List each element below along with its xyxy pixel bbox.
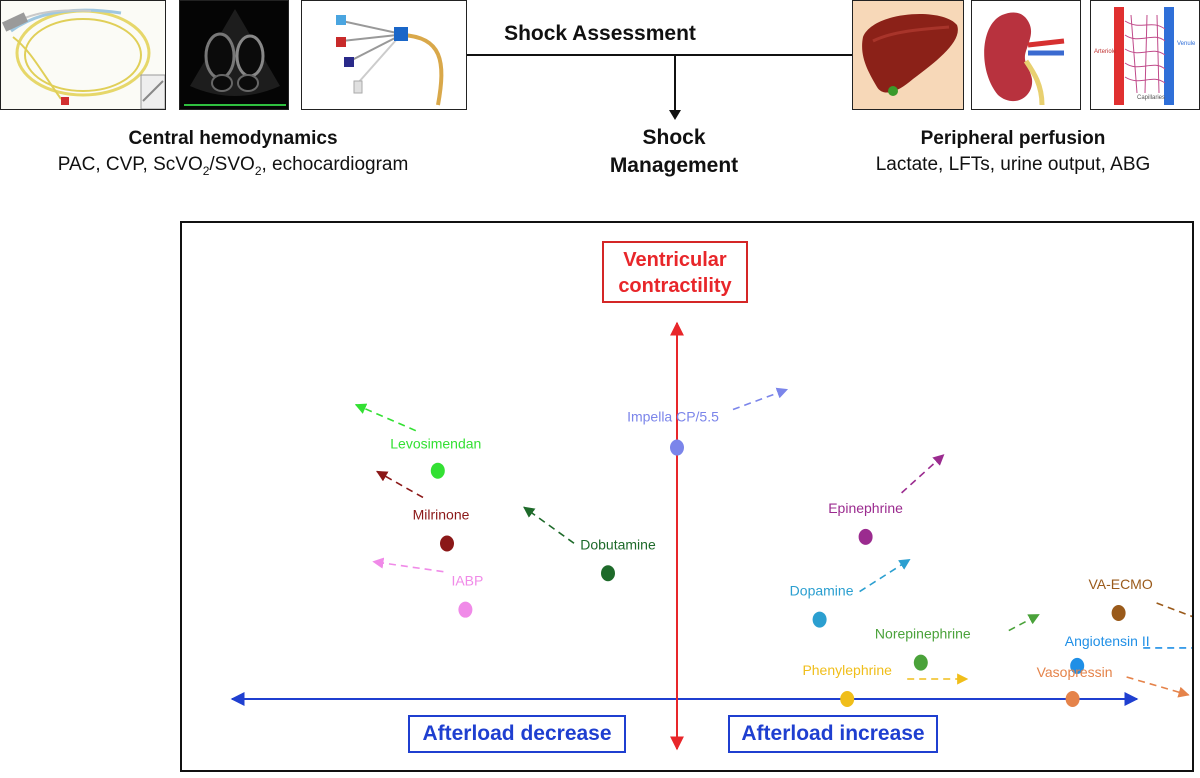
diagram-canvas: Impella CP/5.5LevosimendanMilrinoneDobut… (230, 321, 1192, 751)
echocardiogram-image (179, 0, 289, 110)
milrinone-label: Milrinone (413, 506, 470, 522)
peripheral-perfusion-group: Peripheral perfusion Lactate, LFTs, urin… (830, 128, 1196, 176)
norepinephrine-effect-arrow (1008, 613, 1040, 632)
header-connector (467, 54, 852, 120)
impella-cp-5-5-marker (670, 439, 684, 456)
iabp-effect-arrow (372, 557, 444, 573)
capillary-bed-image: Arteriole Venule Capillaries (1090, 0, 1200, 110)
kidney-image (971, 0, 1081, 110)
vasopressin-marker (1065, 691, 1080, 707)
afterload-increase-text: Afterload increase (741, 722, 925, 745)
va-ecmo-marker (1111, 604, 1126, 621)
impella-cp-5-5-effect-arrow (732, 387, 789, 411)
levosimendan-effect-arrow (354, 403, 417, 432)
angiotensin-ii-label: Angiotensin II (1065, 633, 1150, 649)
peripheral-perfusion-title: Peripheral perfusion (920, 128, 1106, 149)
central-venous-catheter-image (301, 0, 467, 110)
afterload-decrease-text: Afterload decrease (422, 722, 612, 745)
vasopressin-label: Vasopressin (1037, 664, 1113, 680)
iabp-marker (458, 601, 473, 618)
dobutamine-label: Dobutamine (580, 536, 656, 552)
epinephrine-effect-arrow (901, 454, 945, 494)
shock-management-title: Shock Management (574, 124, 774, 180)
norepinephrine-marker (913, 654, 928, 671)
pac-catheter-image (0, 0, 166, 110)
iabp-label: IABP (451, 573, 483, 589)
milrinone-effect-arrow (376, 470, 424, 499)
dopamine-label: Dopamine (790, 583, 854, 599)
phenylephrine-marker (840, 691, 855, 707)
levosimendan-marker (430, 462, 445, 479)
peripheral-perfusion-subtitle: Lactate, LFTs, urine output, ABG (875, 154, 1151, 175)
central-hemodynamics-group: Central hemodynamics PAC, CVP, ScVO2/SVO… (0, 128, 466, 178)
venule-label: Venule (1177, 41, 1196, 47)
phenylephrine-label: Phenylephrine (802, 662, 892, 678)
epinephrine-marker (858, 528, 873, 545)
afterload-increase-label: Afterload increase (728, 715, 938, 753)
epinephrine-label: Epinephrine (828, 500, 903, 516)
shock-management-line1: Shock (642, 126, 706, 149)
dopamine-effect-arrow (859, 558, 911, 593)
norepinephrine-label: Norepinephrine (875, 626, 971, 642)
dopamine-marker (812, 611, 827, 628)
milrinone-marker (440, 535, 454, 552)
shock-management-line2: Management (609, 154, 739, 177)
liver-image (852, 0, 964, 110)
arteriole-label: Arteriole (1094, 49, 1117, 55)
va-ecmo-effect-arrow (1156, 602, 1192, 618)
impella-cp-5-5-label: Impella CP/5.5 (627, 409, 719, 425)
shock-assessment-title: Shock Assessment (504, 22, 696, 45)
levosimendan-label: Levosimendan (390, 436, 481, 452)
afterload-decrease-label: Afterload decrease (408, 715, 626, 753)
central-hemodynamics-subtitle: PAC, CVP, ScVO2/SVO2, echocardiogram (57, 154, 409, 178)
dobutamine-marker (601, 565, 615, 582)
central-hemodynamics-title: Central hemodynamics (128, 128, 338, 149)
va-ecmo-label: VA-ECMO (1088, 576, 1152, 592)
capillaries-label: Capillaries (1137, 95, 1165, 101)
dobutamine-effect-arrow (523, 506, 575, 544)
angiotensin-ii-marker (1070, 657, 1085, 674)
vasopressin-effect-arrow (1126, 676, 1190, 698)
